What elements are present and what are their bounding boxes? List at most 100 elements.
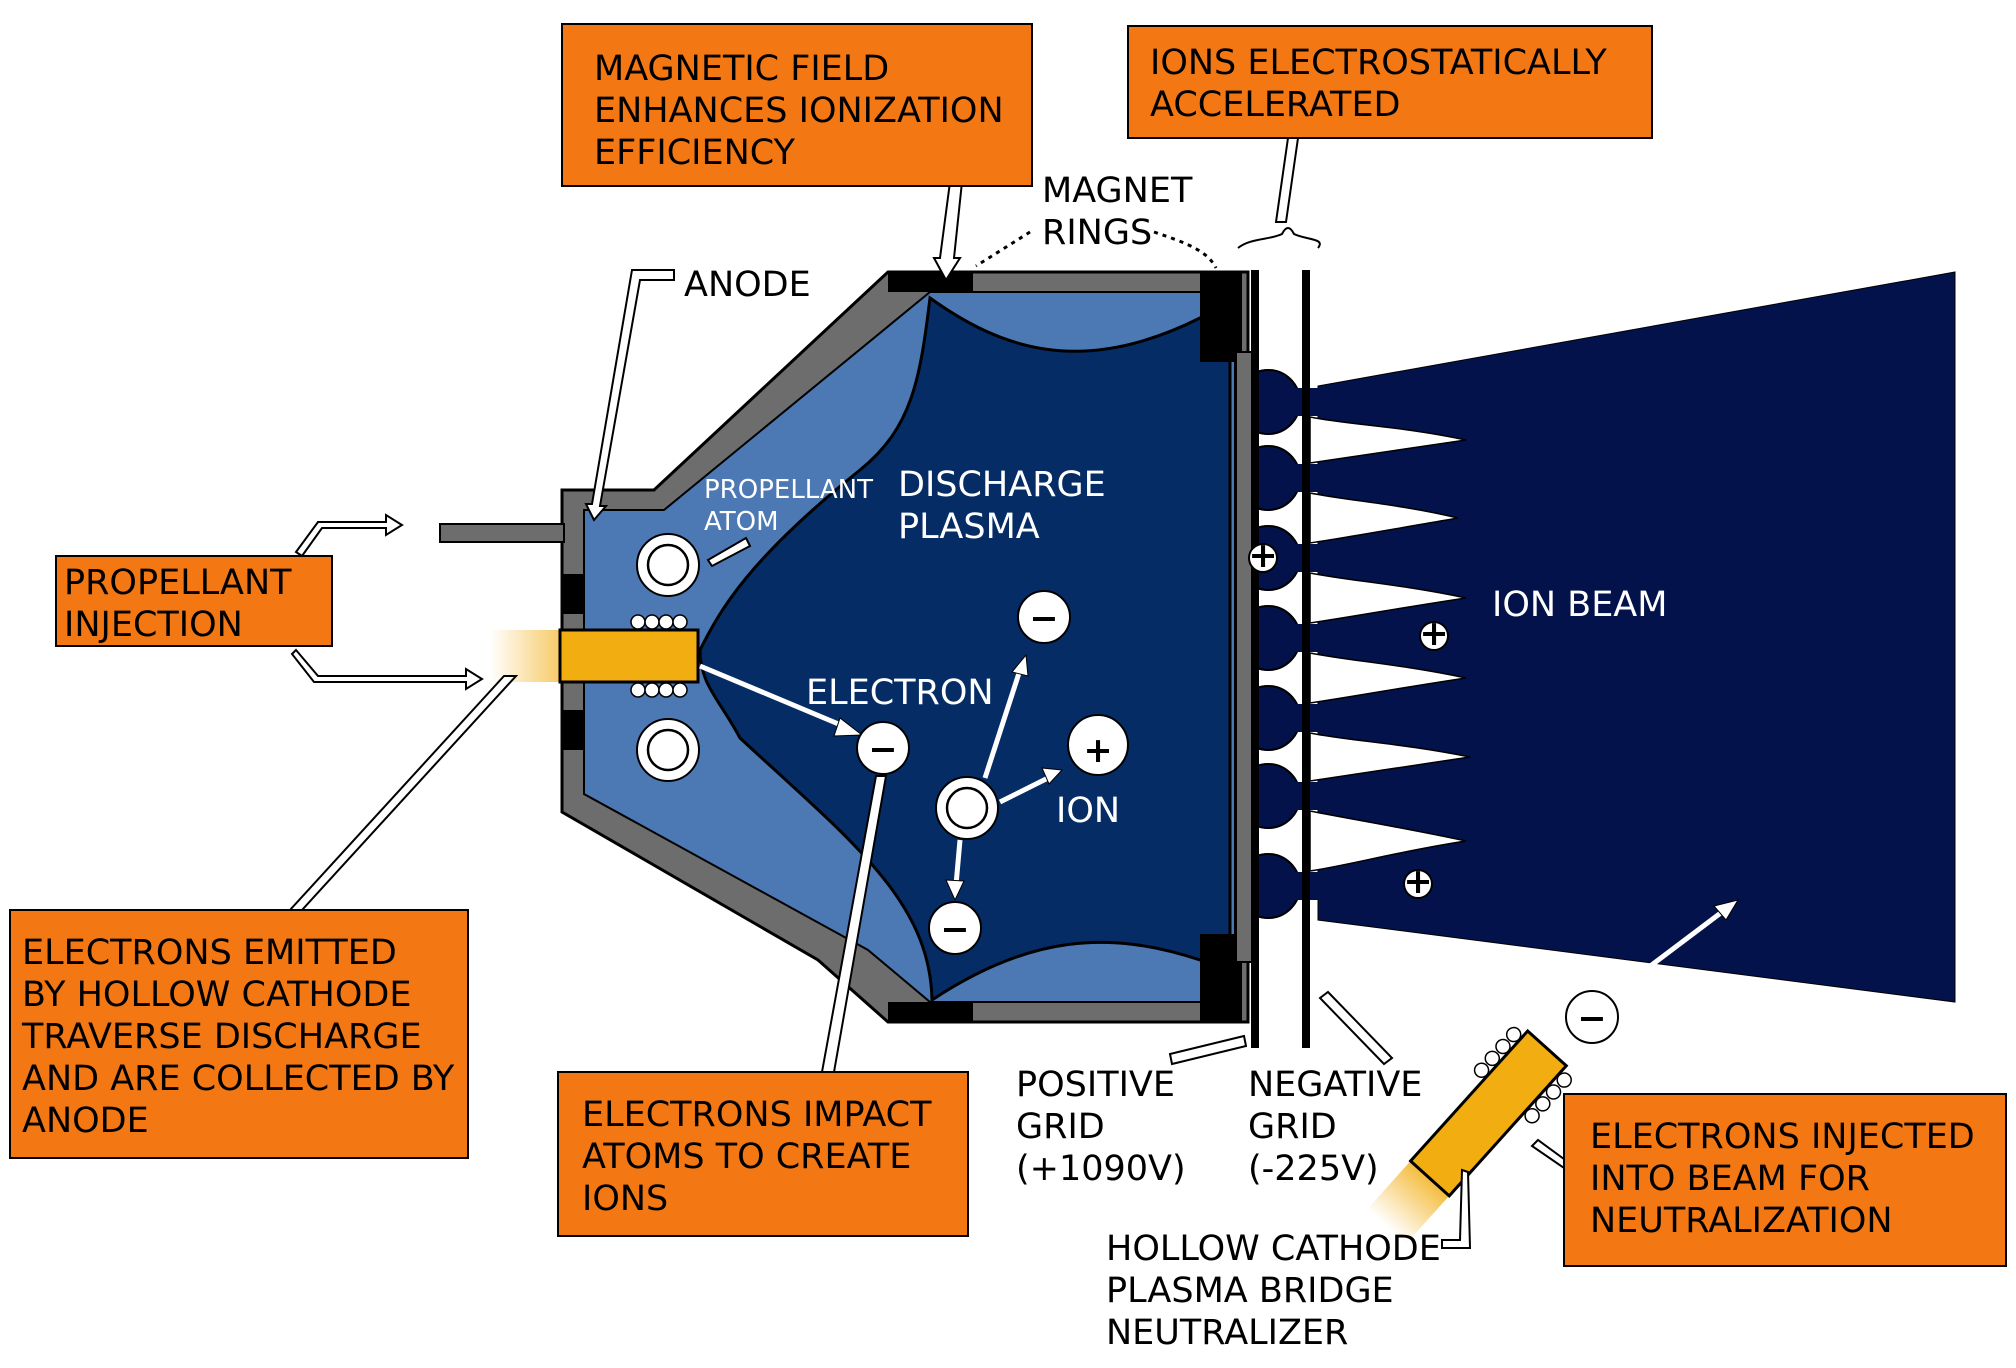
ionizing-atom — [935, 776, 999, 840]
coil-turn — [1495, 1038, 1511, 1055]
anode-pointer — [584, 269, 675, 522]
injection-arrow-upper — [294, 513, 404, 558]
electron-down-arrow — [953, 839, 963, 886]
minus-sign: − — [1029, 599, 1058, 639]
coil-turn — [1535, 1096, 1551, 1112]
arrow-head — [945, 879, 965, 902]
callout-line: INTO BEAM FOR — [1590, 1159, 1870, 1199]
callout-line: PROPELLANT — [64, 563, 292, 603]
callout-electrons-impact: ELECTRONS IMPACT ATOMS TO CREATE IONS — [557, 1071, 969, 1237]
coil-turn — [630, 682, 646, 698]
injection-arrow-lower — [290, 648, 484, 691]
electron-particle: − — [1017, 590, 1071, 644]
callout-line: BY HOLLOW CATHODE — [22, 975, 411, 1015]
magnet-top-right — [1200, 272, 1242, 362]
callout-line: ELECTRONS EMITTED — [22, 933, 397, 973]
beamlet-neck — [1268, 624, 1328, 652]
callout-box — [561, 23, 1033, 187]
coil-turn — [1484, 1050, 1501, 1067]
electron-circle — [1565, 990, 1619, 1044]
coil-turn — [1545, 1084, 1562, 1100]
anode-label: ANODE — [684, 265, 811, 305]
propellant-atom — [636, 533, 700, 597]
plus-sign: + — [1419, 614, 1448, 654]
callout-line: MAGNETIC FIELD — [594, 49, 889, 89]
callout-line: NEUTRALIZATION — [1590, 1201, 1893, 1241]
negative-grid-label: (-225V) — [1248, 1149, 1379, 1189]
positive-grid-label: POSITIVE — [1016, 1065, 1175, 1105]
ion-particle: + — [1067, 714, 1129, 776]
arrow-heads — [833, 653, 1740, 921]
neutralizer-pointer — [1441, 1168, 1472, 1249]
callout-line: ANODE — [22, 1101, 149, 1141]
propellant-atom-pointer — [706, 536, 752, 568]
callout-electrons-emitted: ELECTRONS EMITTED BY HOLLOW CATHODE TRAV… — [9, 909, 469, 1159]
coil-turn — [1524, 1107, 1540, 1124]
magnet-back-upper — [562, 574, 584, 614]
coil-turn — [630, 614, 646, 630]
negative-grid-label: GRID — [1248, 1107, 1337, 1147]
hollow-cathode — [558, 628, 700, 684]
callout-ions-accelerated: IONS ELECTROSTATICALLY ACCELERATED — [1127, 25, 1653, 139]
callout-line: AND ARE COLLECTED BY — [22, 1059, 455, 1099]
neutralizer-label: PLASMA BRIDGE — [1106, 1271, 1394, 1311]
magnet-rings-label: MAGNET — [1042, 171, 1193, 211]
magnet-bottom-left — [888, 1002, 973, 1022]
minus-sign: − — [940, 910, 969, 950]
beamlet-gap — [1309, 416, 1467, 464]
cathode-coil — [630, 614, 688, 698]
magnet-top-left — [888, 272, 973, 292]
callout-box — [1563, 1093, 2007, 1267]
coil-turn — [1556, 1072, 1572, 1088]
callout-line: EFFICIENCY — [594, 133, 796, 173]
arrow-head — [1011, 653, 1029, 677]
electron-circle — [928, 901, 982, 955]
neutralizer-coil — [1473, 1026, 1572, 1124]
propellant-atom-label: ATOM — [704, 507, 779, 537]
callout-line: ACCELERATED — [1150, 85, 1401, 125]
callout-line: ELECTRONS INJECTED — [1590, 1117, 1975, 1157]
beamlet-neck — [1268, 872, 1328, 900]
callout-line: ATOMS TO CREATE — [582, 1137, 911, 1177]
positive-grid-label: (+1090V) — [1016, 1149, 1186, 1189]
electron-particle: − — [1565, 990, 1619, 1044]
electron-circle — [1017, 590, 1071, 644]
neutralizer-cathode — [1408, 1028, 1569, 1198]
negative-grid — [1302, 270, 1310, 1048]
electron-particle: − — [856, 721, 910, 775]
arrow-head — [833, 717, 864, 737]
arrow-head — [1713, 899, 1740, 921]
ion-circle — [1419, 621, 1449, 651]
atom-inner — [646, 543, 690, 587]
neutralizer-label: NEUTRALIZER — [1106, 1313, 1348, 1353]
minus-sign: − — [868, 730, 897, 770]
electron-label: ELECTRON — [806, 673, 994, 713]
callout-line: TRAVERSE DISCHARGE — [21, 1017, 422, 1057]
beamlet-neck — [1268, 388, 1328, 416]
negative-grid-pointer — [1318, 990, 1394, 1066]
electron-particle: − — [928, 901, 982, 955]
callout-electrons-injected: ELECTRONS INJECTED INTO BEAM FOR NEUTRAL… — [1563, 1093, 2007, 1267]
callout-box — [55, 555, 333, 647]
beamlet-neck — [1268, 782, 1328, 810]
magnet-back-lower — [562, 710, 584, 750]
callout-box — [9, 909, 469, 1159]
ion-particle-small: + — [1419, 614, 1449, 654]
coil-turn — [1473, 1062, 1490, 1078]
coil-turn — [658, 682, 674, 698]
coil-turn — [644, 614, 660, 630]
callout-propellant-injection: PROPELLANT INJECTION — [55, 555, 333, 647]
callout-box — [1127, 25, 1653, 139]
coil-turn — [1505, 1026, 1522, 1043]
beamlet-gap — [1309, 572, 1467, 624]
atom-inner — [646, 728, 690, 772]
coil-turn — [644, 682, 660, 698]
callout-line: ENHANCES IONIZATION — [594, 91, 1004, 131]
discharge-plasma-label: PLASMA — [898, 507, 1040, 547]
callout-line: INJECTION — [64, 605, 243, 645]
ion-circle — [1248, 543, 1278, 573]
electrons-injected-pointer — [1530, 1138, 1570, 1170]
neutralizer-label: HOLLOW CATHODE — [1106, 1229, 1441, 1269]
propellant-atom — [636, 718, 700, 782]
